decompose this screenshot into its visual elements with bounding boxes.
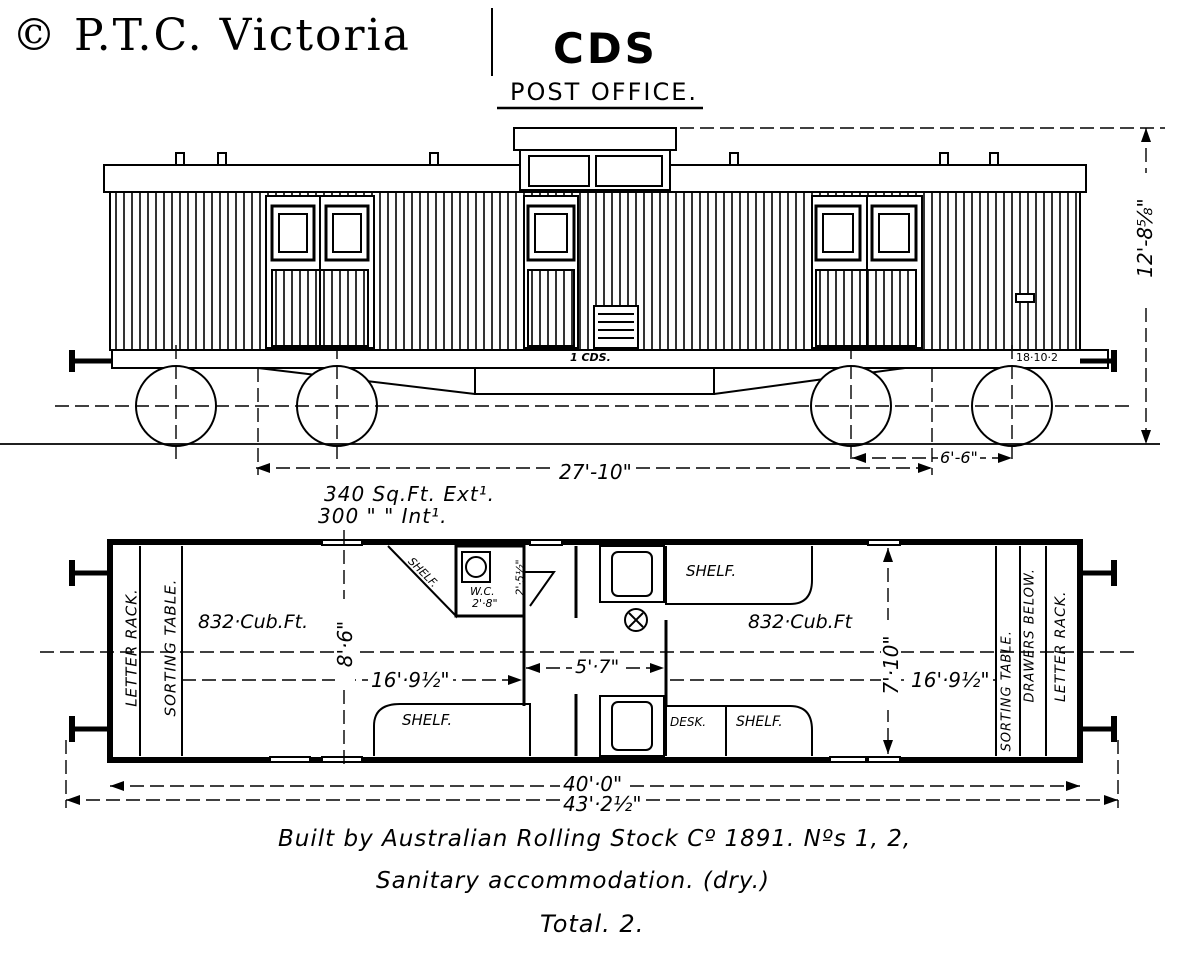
shelf-bottom-left-label: SHELF.	[402, 711, 453, 729]
elevation-dimension-lines	[55, 127, 1165, 475]
left-width-dim: 8'·6"	[333, 599, 357, 689]
shelf-bottom-right-label: SHELF.	[736, 714, 783, 730]
body-number-label: 1 CDS.	[570, 351, 611, 364]
builder-note: Built by Australian Rolling Stock Cº 189…	[278, 826, 912, 852]
wc-label: W.C.	[470, 585, 495, 598]
shelf-top-right-label: SHELF.	[686, 562, 737, 580]
total-note: Total. 2.	[540, 910, 645, 938]
bogie-centres-dim: 27'-10"	[555, 462, 636, 482]
body-length-dim: 40'·0"	[560, 774, 626, 794]
left-length-dim: 16'·9½"	[368, 670, 453, 690]
side-elevation	[69, 127, 1117, 447]
copyright-mark: © P.T.C. Victoria	[12, 10, 411, 61]
right-length-dim: 16'·9½"	[908, 670, 993, 690]
vehicle-type: POST OFFICE.	[510, 78, 699, 106]
left-compartment-volume: 832·Cub.Ft.	[198, 611, 309, 633]
wc-width-dim: 2'·8"	[472, 597, 498, 610]
letter-slot	[593, 305, 639, 349]
overall-height-dim: 12'-8⅝"	[1133, 173, 1157, 303]
wc-depth-dim: 2'·5½"	[513, 559, 527, 596]
date-label: 18·10·2	[1016, 351, 1058, 364]
desk-label: DESK.	[670, 715, 707, 729]
left-sorting-table-label: SORTING TABLE.	[161, 578, 180, 717]
vehicle-code: CDS	[553, 24, 658, 73]
sanitary-note: Sanitary accommodation. (dry.)	[376, 868, 771, 894]
centre-length-dim: 5'·7"	[572, 658, 623, 677]
right-width-dim: 7'·10"	[879, 620, 903, 710]
plan-outline	[107, 539, 1083, 763]
left-letter-rack-label: LETTER RACK.	[122, 588, 141, 707]
wheelbase-dim: 6'-6"	[938, 448, 980, 467]
floor-plan	[69, 539, 1117, 763]
floor-area-external: 340 Sq.Ft. Ext¹.	[324, 482, 496, 506]
right-drawers-label: DRAWERS BELOW.	[1022, 568, 1038, 703]
right-compartment-volume: 832·Cub.Ft	[748, 611, 853, 633]
right-letter-rack-label: LETTER RACK.	[1053, 590, 1069, 702]
lantern-roof	[513, 127, 677, 151]
wc-compartment	[454, 544, 526, 618]
floor-area-internal: 300 " " Int¹.	[318, 504, 448, 528]
right-sorting-table-label: SORTING TABLE.	[999, 630, 1015, 752]
overall-length-dim: 43'·2½"	[560, 794, 645, 814]
